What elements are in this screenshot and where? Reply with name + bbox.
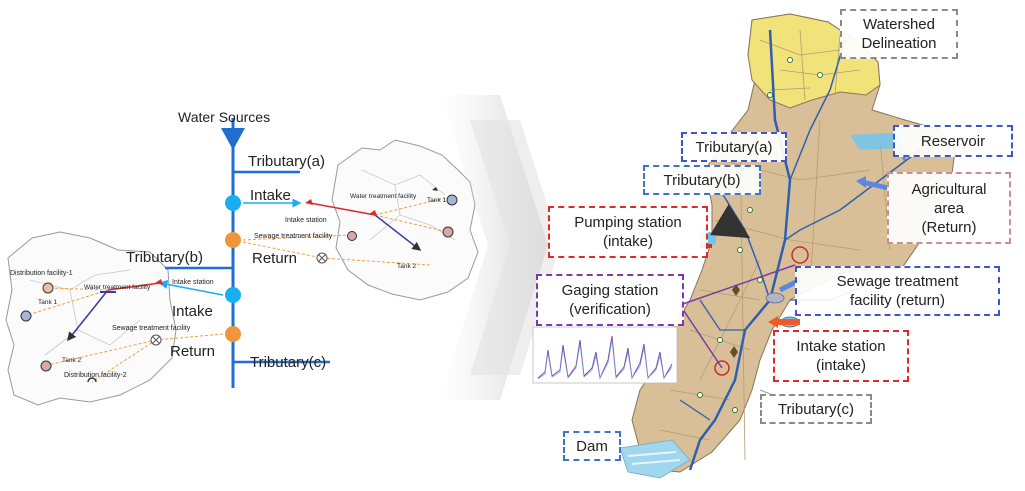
water-treatment-left-label: Water treatment facility [84, 284, 151, 291]
gaging-hydrograph-inset [533, 327, 677, 383]
box-line: Agricultural [893, 180, 1005, 199]
tributary-c-label: Tributary(c) [250, 354, 326, 371]
intake-station-right-label: Intake station [285, 217, 327, 224]
intake-lower-label: Intake [172, 303, 213, 320]
sewage-treatment-right-label: Sewage treatment facility [254, 233, 333, 240]
tributary-b-label: Tributary(b) [126, 249, 203, 266]
box-line: Delineation [846, 34, 952, 53]
return-lower-label: Return [170, 343, 215, 360]
tank2-right-label: Tank 2 [397, 263, 417, 270]
tributary-a-box: Tributary(a) [681, 132, 787, 162]
sub-basin-right-outline [332, 140, 478, 300]
tributary-b-box: Tributary(b) [643, 165, 761, 195]
box-line: Tributary(b) [649, 171, 755, 190]
return-node-lower [225, 326, 241, 342]
intake-node-upper [225, 195, 241, 211]
distribution-facility-1-label: Distribution facility-1 [10, 270, 73, 277]
box-line: (intake) [554, 232, 702, 251]
box-line: (Return) [893, 218, 1005, 237]
box-line: area [893, 199, 1005, 218]
pumping-station-box: Pumping station(intake) [548, 206, 708, 258]
water-treatment-right-label: Water treatment facility [350, 193, 417, 200]
intake-station-box: Intake station(intake) [773, 330, 909, 382]
tributary-a-label: Tributary(a) [248, 153, 325, 170]
reservoir-box: Reservoir [893, 125, 1013, 157]
box-line: Tributary(a) [687, 138, 781, 157]
box-line: (verification) [542, 300, 678, 319]
return-upper-label: Return [252, 250, 297, 267]
box-line: Reservoir [899, 132, 1007, 151]
distribution-facility-2-label: Distribution facility-2 [64, 372, 127, 379]
box-line: Sewage treatment [801, 272, 994, 291]
box-line: Dam [569, 437, 615, 456]
box-line: facility (return) [801, 291, 994, 310]
tank2-left-label: Tank 2 [62, 357, 82, 364]
intake-node-lower [225, 287, 241, 303]
intake-station-left-label: Intake station [172, 279, 214, 286]
box-line: Intake station [779, 337, 903, 356]
box-line: Gaging station [542, 281, 678, 300]
sewage-treatment-left-label: Sewage treatment facility [112, 325, 191, 332]
box-line: Tributary(c) [766, 400, 866, 419]
box-line: Pumping station [554, 213, 702, 232]
return-node-upper [225, 232, 241, 248]
tank1-right-label: Tank 1 [427, 197, 447, 204]
tributary-c-box: Tributary(c) [760, 394, 872, 424]
box-line: Watershed [846, 15, 952, 34]
box-line: (intake) [779, 356, 903, 375]
water-sources-label: Water Sources [178, 109, 270, 125]
tank1-left-label: Tank 1 [38, 299, 58, 306]
dam-box: Dam [563, 431, 621, 461]
gaging-station-box: Gaging station(verification) [536, 274, 684, 326]
intake-upper-label: Intake [250, 187, 291, 204]
